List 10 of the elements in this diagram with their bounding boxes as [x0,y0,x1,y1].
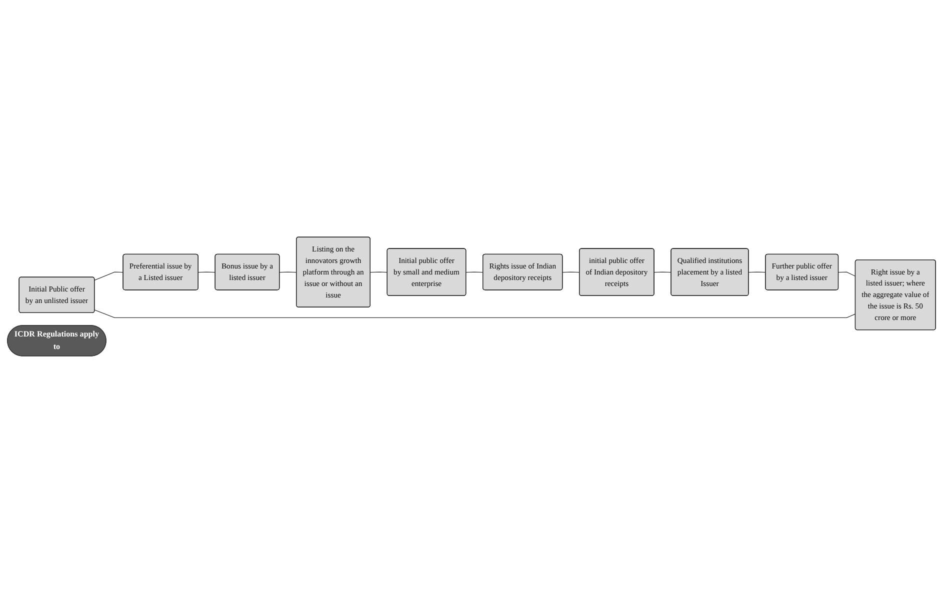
connector [838,272,856,277]
connector [198,272,216,273]
connector [94,272,124,281]
connector [279,272,297,273]
connector [562,272,580,273]
connector [654,272,672,273]
connector [466,272,484,273]
connector [370,272,388,273]
connector [748,272,766,273]
connector [94,310,856,318]
